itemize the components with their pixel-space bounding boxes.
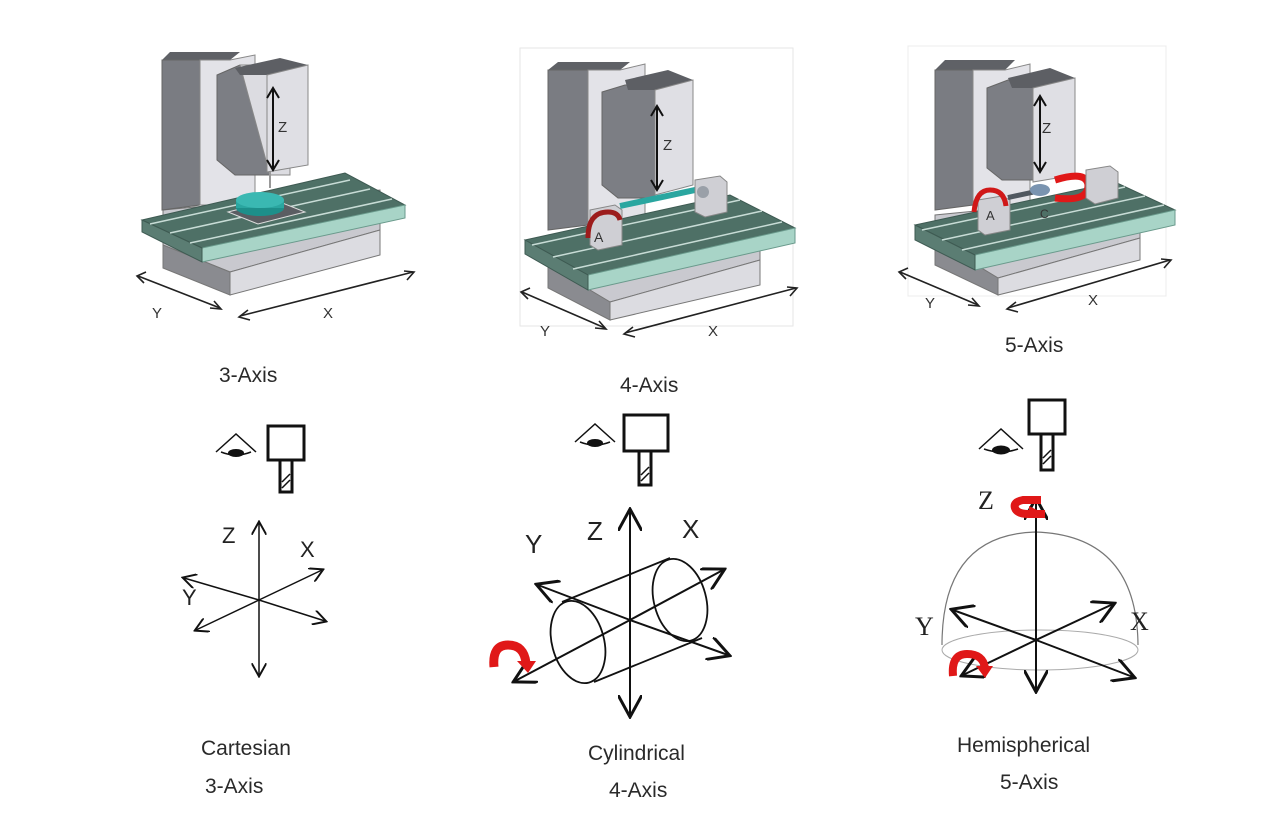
system-axes: 5-Axis [1000,771,1059,794]
machine-4-axis-illustration: Z A Y X [519,47,799,340]
cutting-tool-icon [622,413,670,487]
hemisphere-outline [941,531,1139,646]
machine-y-label: Y [925,295,935,312]
system-name: Cylindrical [588,742,685,765]
axis-y-label: Y [915,612,934,641]
machine-5-axis-illustration: Z A C Y X [897,45,1177,313]
c-axis-rotation-arrow [1010,496,1045,518]
axis-z-label: Z [222,523,235,548]
machine-x-label: X [708,323,718,340]
machine-z-label: Z [663,137,672,154]
machine-title: 4-Axis [620,374,679,397]
eye-icon [978,427,1024,455]
system-axes: 4-Axis [609,779,668,802]
machine-y-label: Y [152,305,162,322]
cylindrical-axes-diagram: Y Z X [489,505,750,720]
axis-z-label: Z [978,486,994,515]
c-axis-rotation-arrow [1053,172,1092,203]
axis-z-label: Z [587,516,603,546]
cartesian-axes-diagram: Z X Y [170,515,350,695]
eye-icon [574,422,616,447]
machine-a-label: A [986,208,995,223]
eye-icon [215,432,257,457]
hemispherical-axes-diagram: Z Y X [915,486,1149,700]
a-axis-rotation-arrow [585,209,623,239]
a-axis-rotation-arrow [971,187,1009,213]
a-axis-rotation-arrow [948,649,989,677]
axis-x-label: X [682,514,699,544]
system-name: Hemispherical [957,734,1091,757]
system-axes: 3-Axis [205,775,264,798]
machine-column [162,52,240,60]
machine-a-label: A [594,229,604,245]
machine-title: 5-Axis [1005,334,1064,357]
cutting-tool-icon [266,424,306,494]
axis-x-label: X [300,537,315,562]
a-axis-rotation-arrow [489,640,531,668]
machine-z-label: Z [1042,120,1051,137]
machine-y-label: Y [540,323,550,340]
machine-3-axis-illustration: Z Y X [135,52,416,322]
axis-y-label: Y [525,529,542,559]
machine-z-label: Z [278,119,287,136]
machine-x-label: X [323,305,333,322]
machine-title: 3-Axis [219,364,278,387]
workpiece-rod [619,186,699,209]
axis-y-label: Y [182,585,197,610]
axis-x-label: X [1130,607,1149,636]
system-name: Cartesian [201,737,291,760]
machine-c-label: C [1040,207,1049,221]
cutting-tool-icon [1027,398,1067,472]
machine-x-label: X [1088,292,1098,309]
